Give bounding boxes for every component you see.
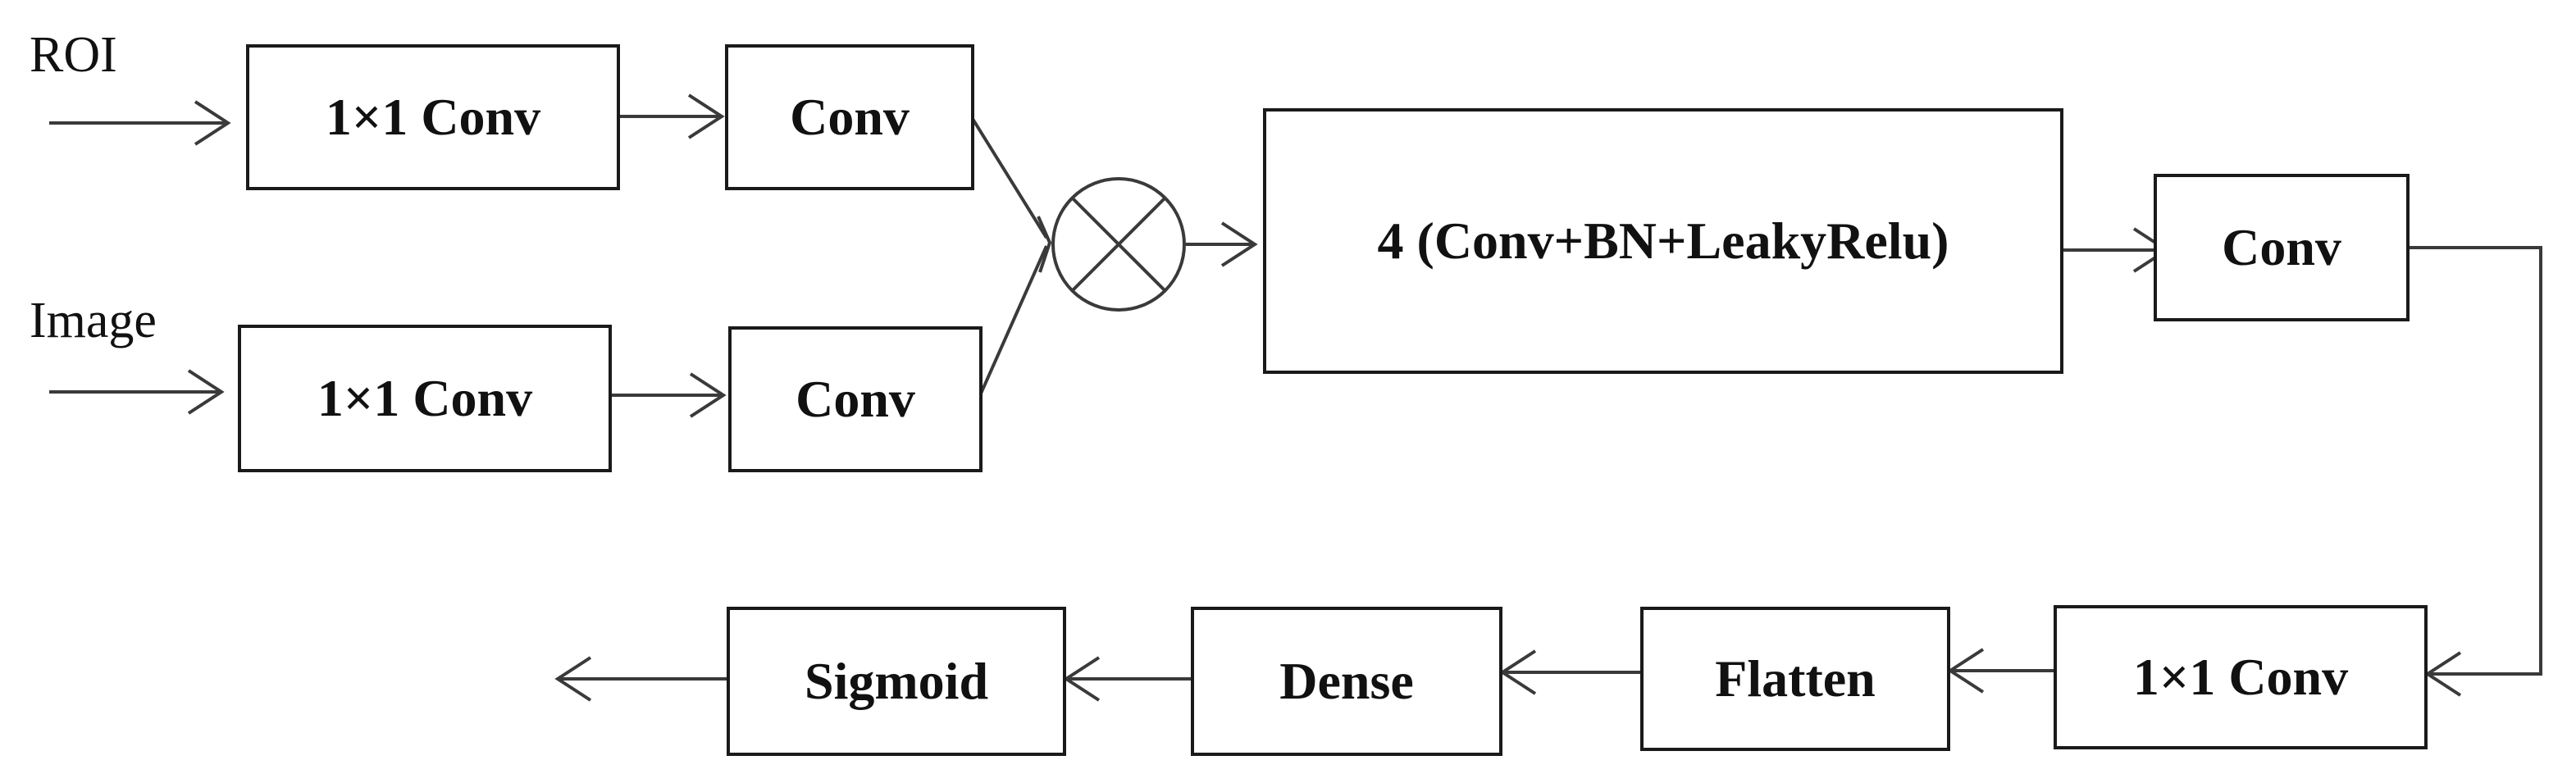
conv-block: Conv — [2154, 174, 2410, 321]
sigmoid-output-arrowhead — [554, 656, 592, 702]
roi-conv1x1-block: 1×1 Conv — [246, 44, 620, 190]
fusion-input-arrowhead — [1037, 216, 1052, 273]
conv-to-bottom-arrowhead — [2424, 651, 2462, 697]
image-input-label: Image — [30, 293, 157, 348]
bottom-conv1x1-block: 1×1 Conv — [2054, 605, 2428, 749]
roi-conv-block: Conv — [725, 44, 974, 190]
flatten-to-dense-arrowhead — [1499, 649, 1537, 695]
image-conv-block: Conv — [728, 326, 983, 472]
dense-to-sigmoid-arrowhead — [1063, 656, 1101, 702]
conv1x1-to-flatten-arrowhead — [1947, 648, 1985, 694]
multiply-circle-icon — [1051, 177, 1186, 312]
roi-conv1x1-to-conv-arrowhead — [687, 93, 725, 139]
image-conv1x1-to-conv-arrowhead — [689, 372, 727, 418]
image-conv-to-fusion-line — [979, 245, 1048, 394]
fusion-to-block-arrowhead — [1220, 221, 1258, 267]
sigmoid-block: Sigmoid — [727, 607, 1066, 756]
conv-to-bottom-connector — [2410, 246, 2542, 676]
conv-bn-leakyrelu-block: 4 (Conv+BN+LeakyRelu) — [1263, 108, 2063, 374]
image-input-arrowhead — [187, 369, 225, 415]
roi-conv-to-fusion-line — [971, 117, 1048, 239]
roi-input-arrowhead — [194, 100, 231, 146]
image-conv1x1-block: 1×1 Conv — [238, 325, 612, 472]
flatten-block: Flatten — [1640, 607, 1950, 751]
dense-block: Dense — [1191, 607, 1502, 756]
roi-input-label: ROI — [30, 27, 117, 83]
